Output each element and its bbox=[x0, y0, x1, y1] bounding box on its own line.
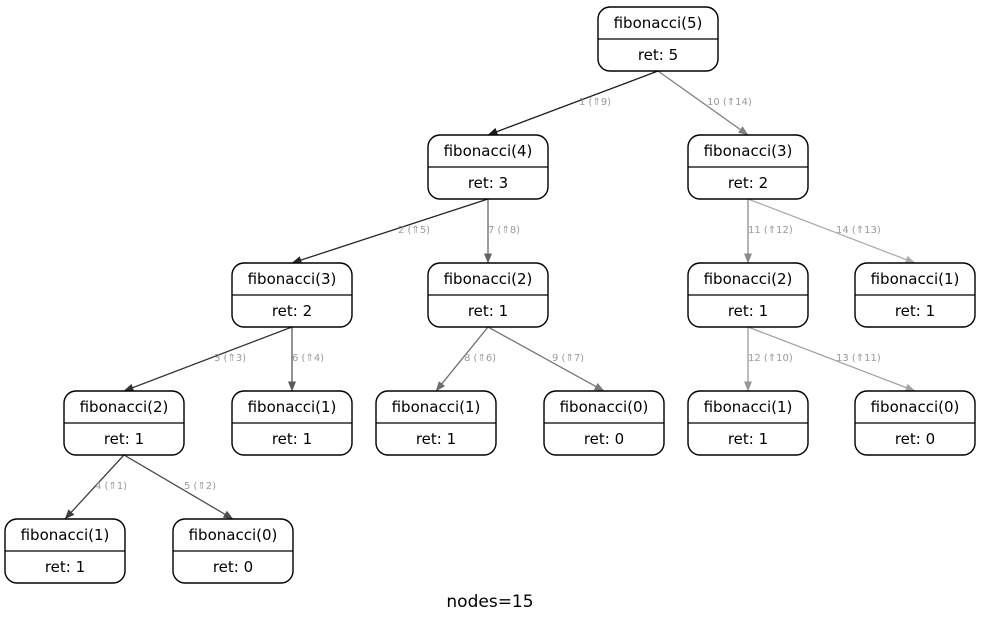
edge-n5-to-n3b: 10 (⇑14) bbox=[657, 70, 752, 136]
edge-n3a-to-n2b: 3 (⇑3) bbox=[123, 326, 293, 392]
edge-label: 1 (⇑9) bbox=[579, 97, 611, 108]
call-node-n1e: fibonacci(1) ret: 1 bbox=[4, 518, 126, 584]
node-return-value: ret: 1 bbox=[468, 302, 508, 320]
edge-label: 3 (⇑3) bbox=[214, 353, 246, 364]
call-node-n4: fibonacci(4) ret: 3 bbox=[427, 134, 549, 200]
call-node-n0a: fibonacci(0) ret: 0 bbox=[543, 390, 665, 456]
edge-n5-to-n4: 1 (⇑9) bbox=[487, 70, 659, 136]
edge-n3b-to-n1d: 14 (⇑13) bbox=[747, 198, 916, 264]
node-function-label: fibonacci(1) bbox=[704, 398, 793, 416]
node-count-caption: nodes=15 bbox=[446, 592, 533, 612]
node-return-value: ret: 2 bbox=[272, 302, 312, 320]
node-return-value: ret: 1 bbox=[104, 430, 144, 448]
edge-arrow bbox=[747, 198, 916, 264]
call-node-n1b: fibonacci(1) ret: 1 bbox=[375, 390, 497, 456]
edge-label: 14 (⇑13) bbox=[836, 225, 881, 236]
edge-arrow bbox=[747, 326, 916, 392]
node-return-value: ret: 1 bbox=[45, 558, 85, 576]
node-function-label: fibonacci(5) bbox=[614, 14, 703, 32]
call-node-n3a: fibonacci(3) ret: 2 bbox=[231, 262, 353, 328]
edge-label: 2 (⇑5) bbox=[398, 225, 430, 236]
call-node-n5: fibonacci(5) ret: 5 bbox=[597, 6, 719, 72]
edge-label: 6 (⇑4) bbox=[292, 353, 324, 364]
node-function-label: fibonacci(1) bbox=[21, 526, 110, 544]
edge-arrow bbox=[657, 70, 749, 136]
node-return-value: ret: 0 bbox=[213, 558, 253, 576]
edge-n2b-to-n0c: 5 (⇑2) bbox=[123, 454, 234, 520]
edge-n3b-to-n2c: 11 (⇑12) bbox=[744, 199, 793, 264]
call-node-n2a: fibonacci(2) ret: 1 bbox=[427, 262, 549, 328]
node-return-value: ret: 0 bbox=[584, 430, 624, 448]
edge-n3a-to-n1a: 6 (⇑4) bbox=[288, 327, 324, 392]
node-function-label: fibonacci(2) bbox=[80, 398, 169, 416]
edge-arrow bbox=[123, 454, 234, 520]
edge-n2b-to-n1e: 4 (⇑1) bbox=[64, 454, 127, 520]
edge-label: 11 (⇑12) bbox=[748, 225, 793, 236]
edges-layer: 1 (⇑9) 2 (⇑5) 3 (⇑3) 4 (⇑1) 5 (⇑2) 6 (⇑4) 7 (⇑… bbox=[64, 70, 916, 520]
call-node-n1a: fibonacci(1) ret: 1 bbox=[231, 390, 353, 456]
edge-label: 8 (⇑6) bbox=[464, 353, 496, 364]
edge-arrow bbox=[435, 326, 489, 392]
node-return-value: ret: 0 bbox=[895, 430, 935, 448]
call-node-n1d: fibonacci(1) ret: 1 bbox=[854, 262, 976, 328]
node-function-label: fibonacci(1) bbox=[248, 398, 337, 416]
edge-label: 7 (⇑8) bbox=[488, 225, 520, 236]
edge-arrow bbox=[487, 326, 605, 392]
node-function-label: fibonacci(2) bbox=[704, 270, 793, 288]
edge-arrow bbox=[123, 326, 293, 392]
edge-label: 9 (⇑7) bbox=[552, 353, 584, 364]
edge-n2c-to-n0b: 13 (⇑11) bbox=[747, 326, 916, 392]
call-node-n3b: fibonacci(3) ret: 2 bbox=[687, 134, 809, 200]
node-function-label: fibonacci(0) bbox=[560, 398, 649, 416]
edge-n4-to-n2a: 7 (⇑8) bbox=[484, 199, 520, 264]
node-function-label: fibonacci(0) bbox=[189, 526, 278, 544]
node-function-label: fibonacci(2) bbox=[444, 270, 533, 288]
node-function-label: fibonacci(4) bbox=[444, 142, 533, 160]
edge-n4-to-n3a: 2 (⇑5) bbox=[291, 198, 489, 264]
node-return-value: ret: 1 bbox=[728, 302, 768, 320]
edge-n2c-to-n1c: 12 (⇑10) bbox=[744, 327, 793, 392]
call-node-n2b: fibonacci(2) ret: 1 bbox=[63, 390, 185, 456]
node-return-value: ret: 1 bbox=[272, 430, 312, 448]
edge-label: 13 (⇑11) bbox=[836, 353, 881, 364]
edge-n2a-to-n1b: 8 (⇑6) bbox=[435, 326, 496, 392]
edge-label: 12 (⇑10) bbox=[748, 353, 793, 364]
node-return-value: ret: 1 bbox=[416, 430, 456, 448]
edge-arrow bbox=[291, 198, 489, 264]
node-function-label: fibonacci(1) bbox=[871, 270, 960, 288]
edge-arrow bbox=[487, 70, 659, 136]
edge-n2a-to-n0a: 9 (⇑7) bbox=[487, 326, 605, 392]
node-return-value: ret: 2 bbox=[728, 174, 768, 192]
node-return-value: ret: 1 bbox=[895, 302, 935, 320]
node-function-label: fibonacci(1) bbox=[392, 398, 481, 416]
call-node-n0b: fibonacci(0) ret: 0 bbox=[854, 390, 976, 456]
node-function-label: fibonacci(3) bbox=[248, 270, 337, 288]
node-return-value: ret: 1 bbox=[728, 430, 768, 448]
node-function-label: fibonacci(3) bbox=[704, 142, 793, 160]
call-node-n0c: fibonacci(0) ret: 0 bbox=[172, 518, 294, 584]
call-node-n1c: fibonacci(1) ret: 1 bbox=[687, 390, 809, 456]
node-return-value: ret: 5 bbox=[638, 46, 678, 64]
edge-label: 4 (⇑1) bbox=[95, 481, 127, 492]
edge-label: 10 (⇑14) bbox=[707, 97, 752, 108]
call-node-n2c: fibonacci(2) ret: 1 bbox=[687, 262, 809, 328]
edge-arrow bbox=[64, 454, 125, 520]
node-function-label: fibonacci(0) bbox=[871, 398, 960, 416]
node-return-value: ret: 3 bbox=[468, 174, 508, 192]
edge-label: 5 (⇑2) bbox=[184, 481, 216, 492]
